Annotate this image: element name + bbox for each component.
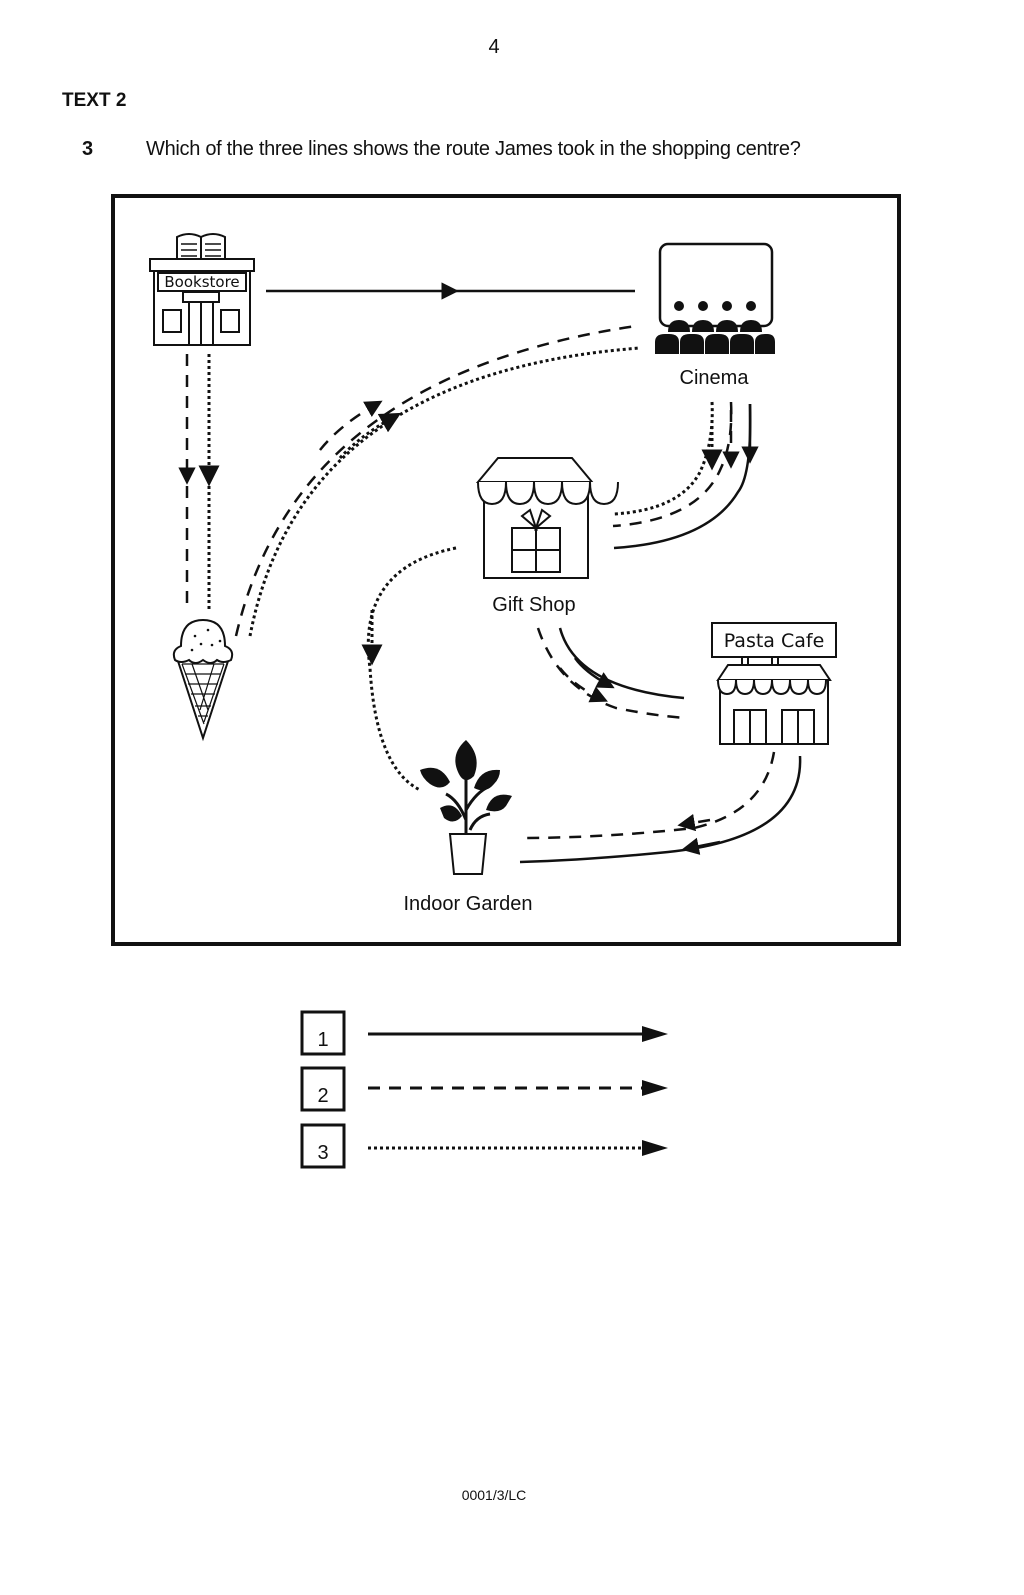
question-text: Which of the three lines shows the route… (146, 138, 801, 160)
legend-number-1: 1 (317, 1029, 328, 1051)
bookstore-icon (149, 233, 255, 346)
pasta-cafe-icon (711, 622, 837, 745)
pasta-cafe-sign: Pasta Cafe (724, 630, 825, 652)
cinema-icon (655, 242, 775, 354)
bookstore-sign: Bookstore (164, 273, 239, 291)
section-heading: TEXT 2 (62, 90, 127, 111)
indoor-garden-label: Indoor Garden (404, 893, 533, 915)
route-3-dotted (198, 346, 723, 792)
route-1-solid (266, 282, 802, 864)
legend-item-3: 3 (300, 1123, 668, 1169)
question-number: 3 (82, 138, 94, 160)
potted-plant-icon (420, 740, 512, 875)
page-number: 4 (488, 36, 500, 58)
legend-number-3: 3 (317, 1142, 328, 1164)
route-2-dashed (178, 324, 776, 840)
gift-shop-label: Gift Shop (492, 594, 575, 616)
legend-item-1: 1 (300, 1010, 668, 1056)
map-frame (111, 194, 901, 946)
gift-shop-icon (475, 457, 619, 579)
legend-item-2: 2 (300, 1066, 668, 1112)
legend-number-2: 2 (317, 1085, 328, 1107)
cinema-label: Cinema (680, 367, 750, 389)
footer-code: 0001/3/LC (461, 1487, 527, 1503)
ice-cream-icon (172, 618, 234, 742)
